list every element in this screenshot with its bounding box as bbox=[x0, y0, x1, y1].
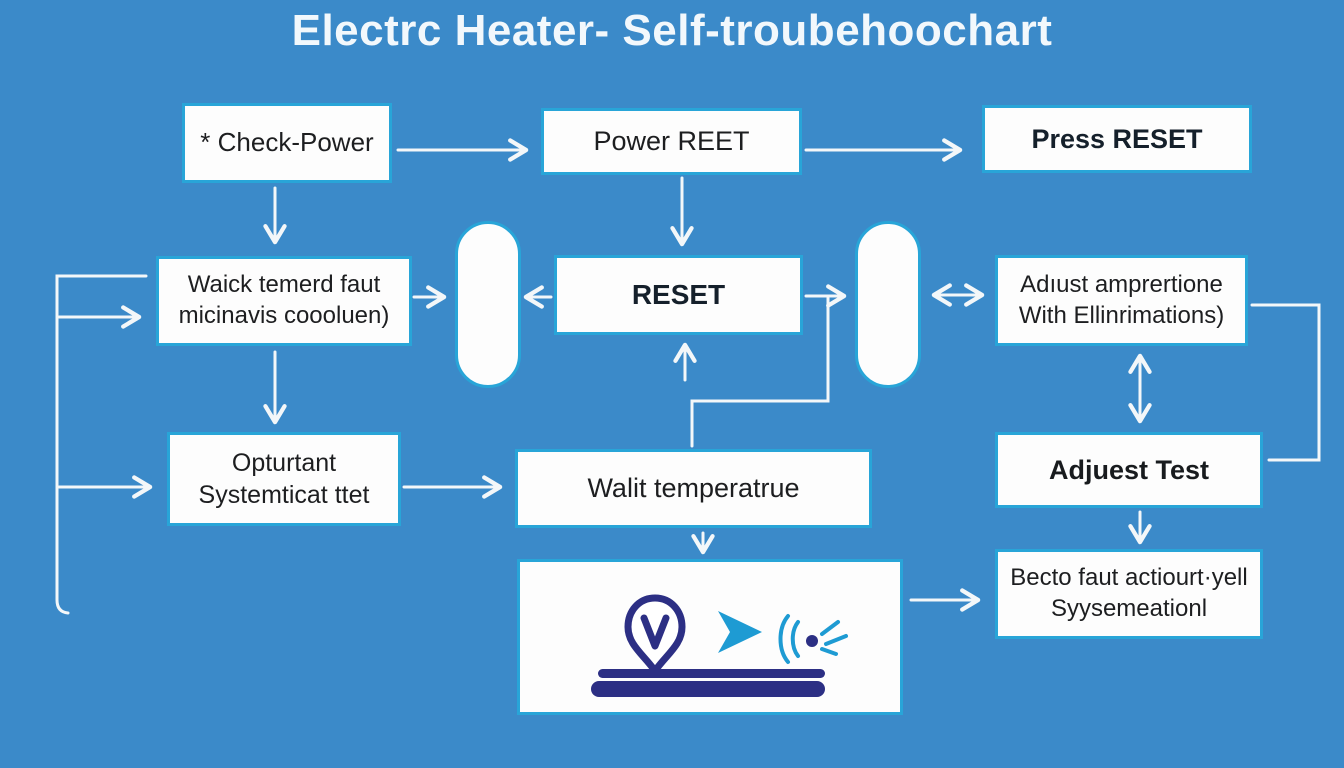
heater-base-bar-top bbox=[598, 669, 825, 678]
sound-waves-icon bbox=[778, 614, 848, 664]
node-check-power: * Check-Power bbox=[182, 103, 392, 183]
node-reset-label: RESET bbox=[631, 279, 726, 311]
node-becto-line1: Becto faut actiourt·yell bbox=[1010, 564, 1248, 592]
node-wait-temperature: Walit temperatrue bbox=[515, 449, 872, 528]
node-opturtant-line1: Opturtant bbox=[231, 449, 337, 477]
node-heater-icons bbox=[517, 559, 903, 715]
node-adiust-line1: Adıust amprertione bbox=[1020, 270, 1223, 298]
node-opturtant-line2: Systemticat ttet bbox=[198, 481, 370, 509]
elbow-reset-to-waittemp bbox=[690, 296, 830, 448]
decision-pill-right bbox=[855, 221, 921, 388]
node-adjuest-test: Adjuest Test bbox=[995, 432, 1263, 508]
play-icon bbox=[718, 611, 762, 653]
node-press-reset: Press RESET bbox=[982, 105, 1252, 173]
node-power-reet: Power REET bbox=[541, 108, 802, 175]
page-title: Electrc Heater- Self-troubehoochart bbox=[291, 6, 1053, 55]
decision-pill-left bbox=[455, 221, 521, 388]
left-spine bbox=[55, 274, 148, 615]
right-bracket-adiust-to-adjuest bbox=[1250, 303, 1321, 462]
location-pin-icon bbox=[624, 594, 686, 675]
node-opturtant: Opturtant Systemticat ttet bbox=[167, 432, 401, 526]
node-waick: Waick temerd faut micinavis coooluen) bbox=[156, 256, 412, 346]
node-power-reet-label: Power REET bbox=[593, 126, 750, 157]
node-becto: Becto faut actiourt·yell Syysemeationl bbox=[995, 549, 1263, 639]
node-adiust-line2: With Ellinrimations) bbox=[1018, 301, 1225, 329]
node-becto-line2: Syysemeationl bbox=[1050, 595, 1208, 622]
node-waick-line1: Waick temerd faut bbox=[187, 271, 381, 299]
heater-icons-canvas bbox=[520, 562, 900, 712]
node-reset: RESET bbox=[554, 255, 803, 335]
node-wait-temperature-label: Walit temperatrue bbox=[587, 473, 800, 504]
node-adiust: Adıust amprertione With Ellinrimations) bbox=[995, 255, 1248, 346]
node-press-reset-label: Press RESET bbox=[1031, 123, 1203, 154]
node-adjuest-test-label: Adjuest Test bbox=[1048, 454, 1210, 485]
node-waick-line2: micinavis coooluen) bbox=[178, 302, 390, 329]
heater-base-bar-bottom bbox=[591, 681, 825, 697]
node-check-power-label: * Check-Power bbox=[200, 127, 374, 158]
